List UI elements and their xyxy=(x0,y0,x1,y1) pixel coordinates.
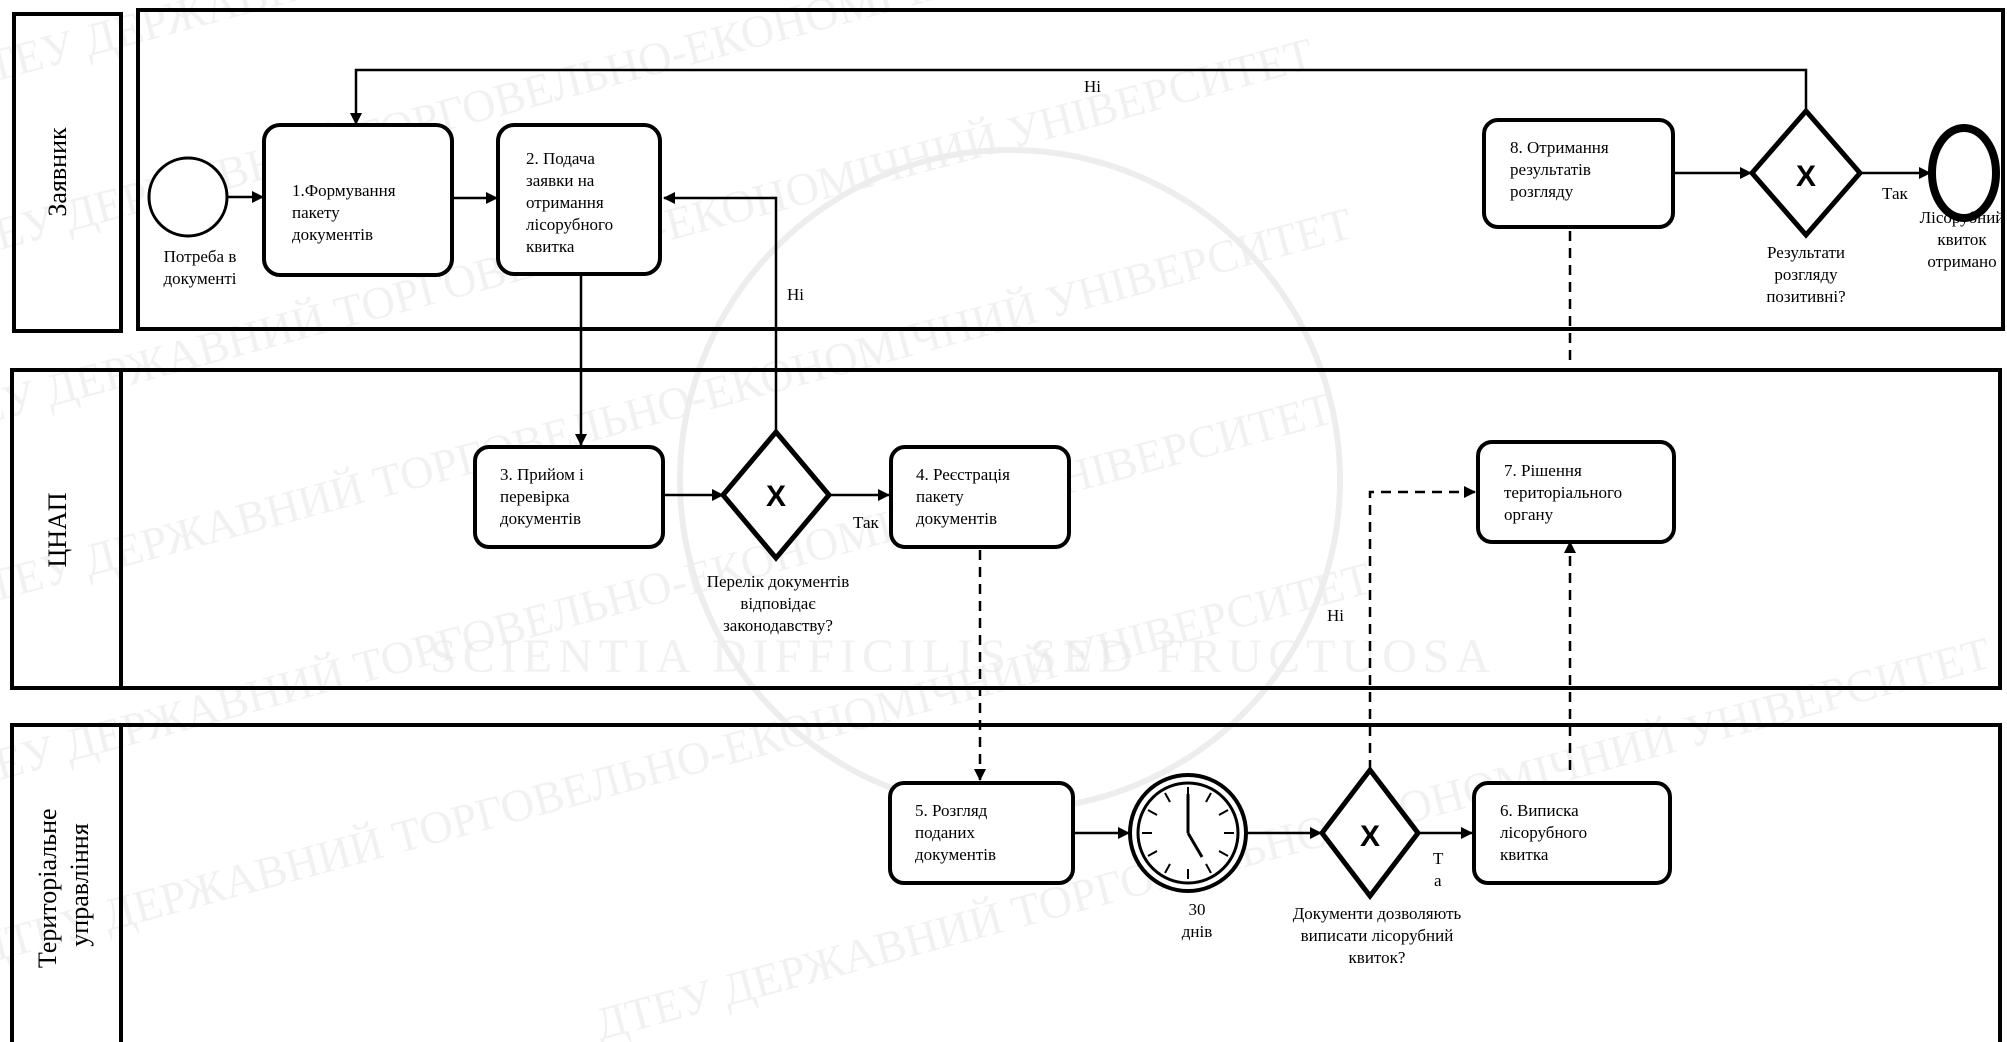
lane-body-applicant xyxy=(136,8,2005,331)
tasks xyxy=(262,118,1676,885)
task-8 xyxy=(1482,118,1675,229)
lane-label-applicant: Заявник xyxy=(43,127,72,217)
watermark-motto: SCIENTIA DIFFICILIS SED FRUCTUOSA xyxy=(430,630,1496,683)
swimlanes xyxy=(10,8,2005,1042)
task-2 xyxy=(496,123,662,276)
gateway-3 xyxy=(1748,107,1864,239)
flow-label-no-top: Ні xyxy=(1084,77,1101,96)
lane-header-applicant xyxy=(12,12,123,333)
lane-label-territorial: Територіальне управління xyxy=(33,802,94,968)
flow-label-no-g2: Ні xyxy=(1327,606,1344,625)
clock-icon xyxy=(1142,787,1234,879)
gateway-2-marker: X xyxy=(1360,820,1380,853)
flow-label-yes-g1: Так xyxy=(853,513,880,532)
task-5 xyxy=(888,781,1075,885)
lane-body-territorial xyxy=(119,723,2002,1042)
end-event xyxy=(1928,124,2000,222)
gateway-1 xyxy=(719,428,833,562)
flow-label-yes-g2-part2: а xyxy=(1434,871,1442,890)
task-6 xyxy=(1472,781,1672,885)
flow-label-no-g1: Ні xyxy=(787,285,804,304)
flow-label-yes-g3: Так xyxy=(1882,184,1909,203)
watermark-row: ДТЕУ ДЕРЖАВНИЙ ТОРГОВЕЛЬНО-ЕКОНОМІЧНИЙ У… xyxy=(0,552,1377,975)
flow-g3-t1-no xyxy=(350,68,1808,125)
task-3 xyxy=(473,445,665,549)
task-1 xyxy=(262,123,454,277)
flows xyxy=(228,68,1931,839)
timer-event xyxy=(1128,773,1248,893)
flow-label-yes-g2-part1: Т xyxy=(1433,849,1444,868)
lane-body-cnap xyxy=(119,368,2002,690)
gateways xyxy=(719,107,1864,901)
start-event xyxy=(147,156,229,238)
msg-g2-t7-no xyxy=(1368,486,1476,770)
task-4 xyxy=(889,445,1071,549)
gateway-1-marker: X xyxy=(766,480,786,513)
gateway-3-marker: X xyxy=(1796,160,1816,193)
gateway-2 xyxy=(1318,765,1422,901)
flow-g1-t2-no xyxy=(663,192,778,440)
lane-label-cnap: ЦНАП xyxy=(43,492,72,567)
task-7 xyxy=(1476,440,1676,544)
